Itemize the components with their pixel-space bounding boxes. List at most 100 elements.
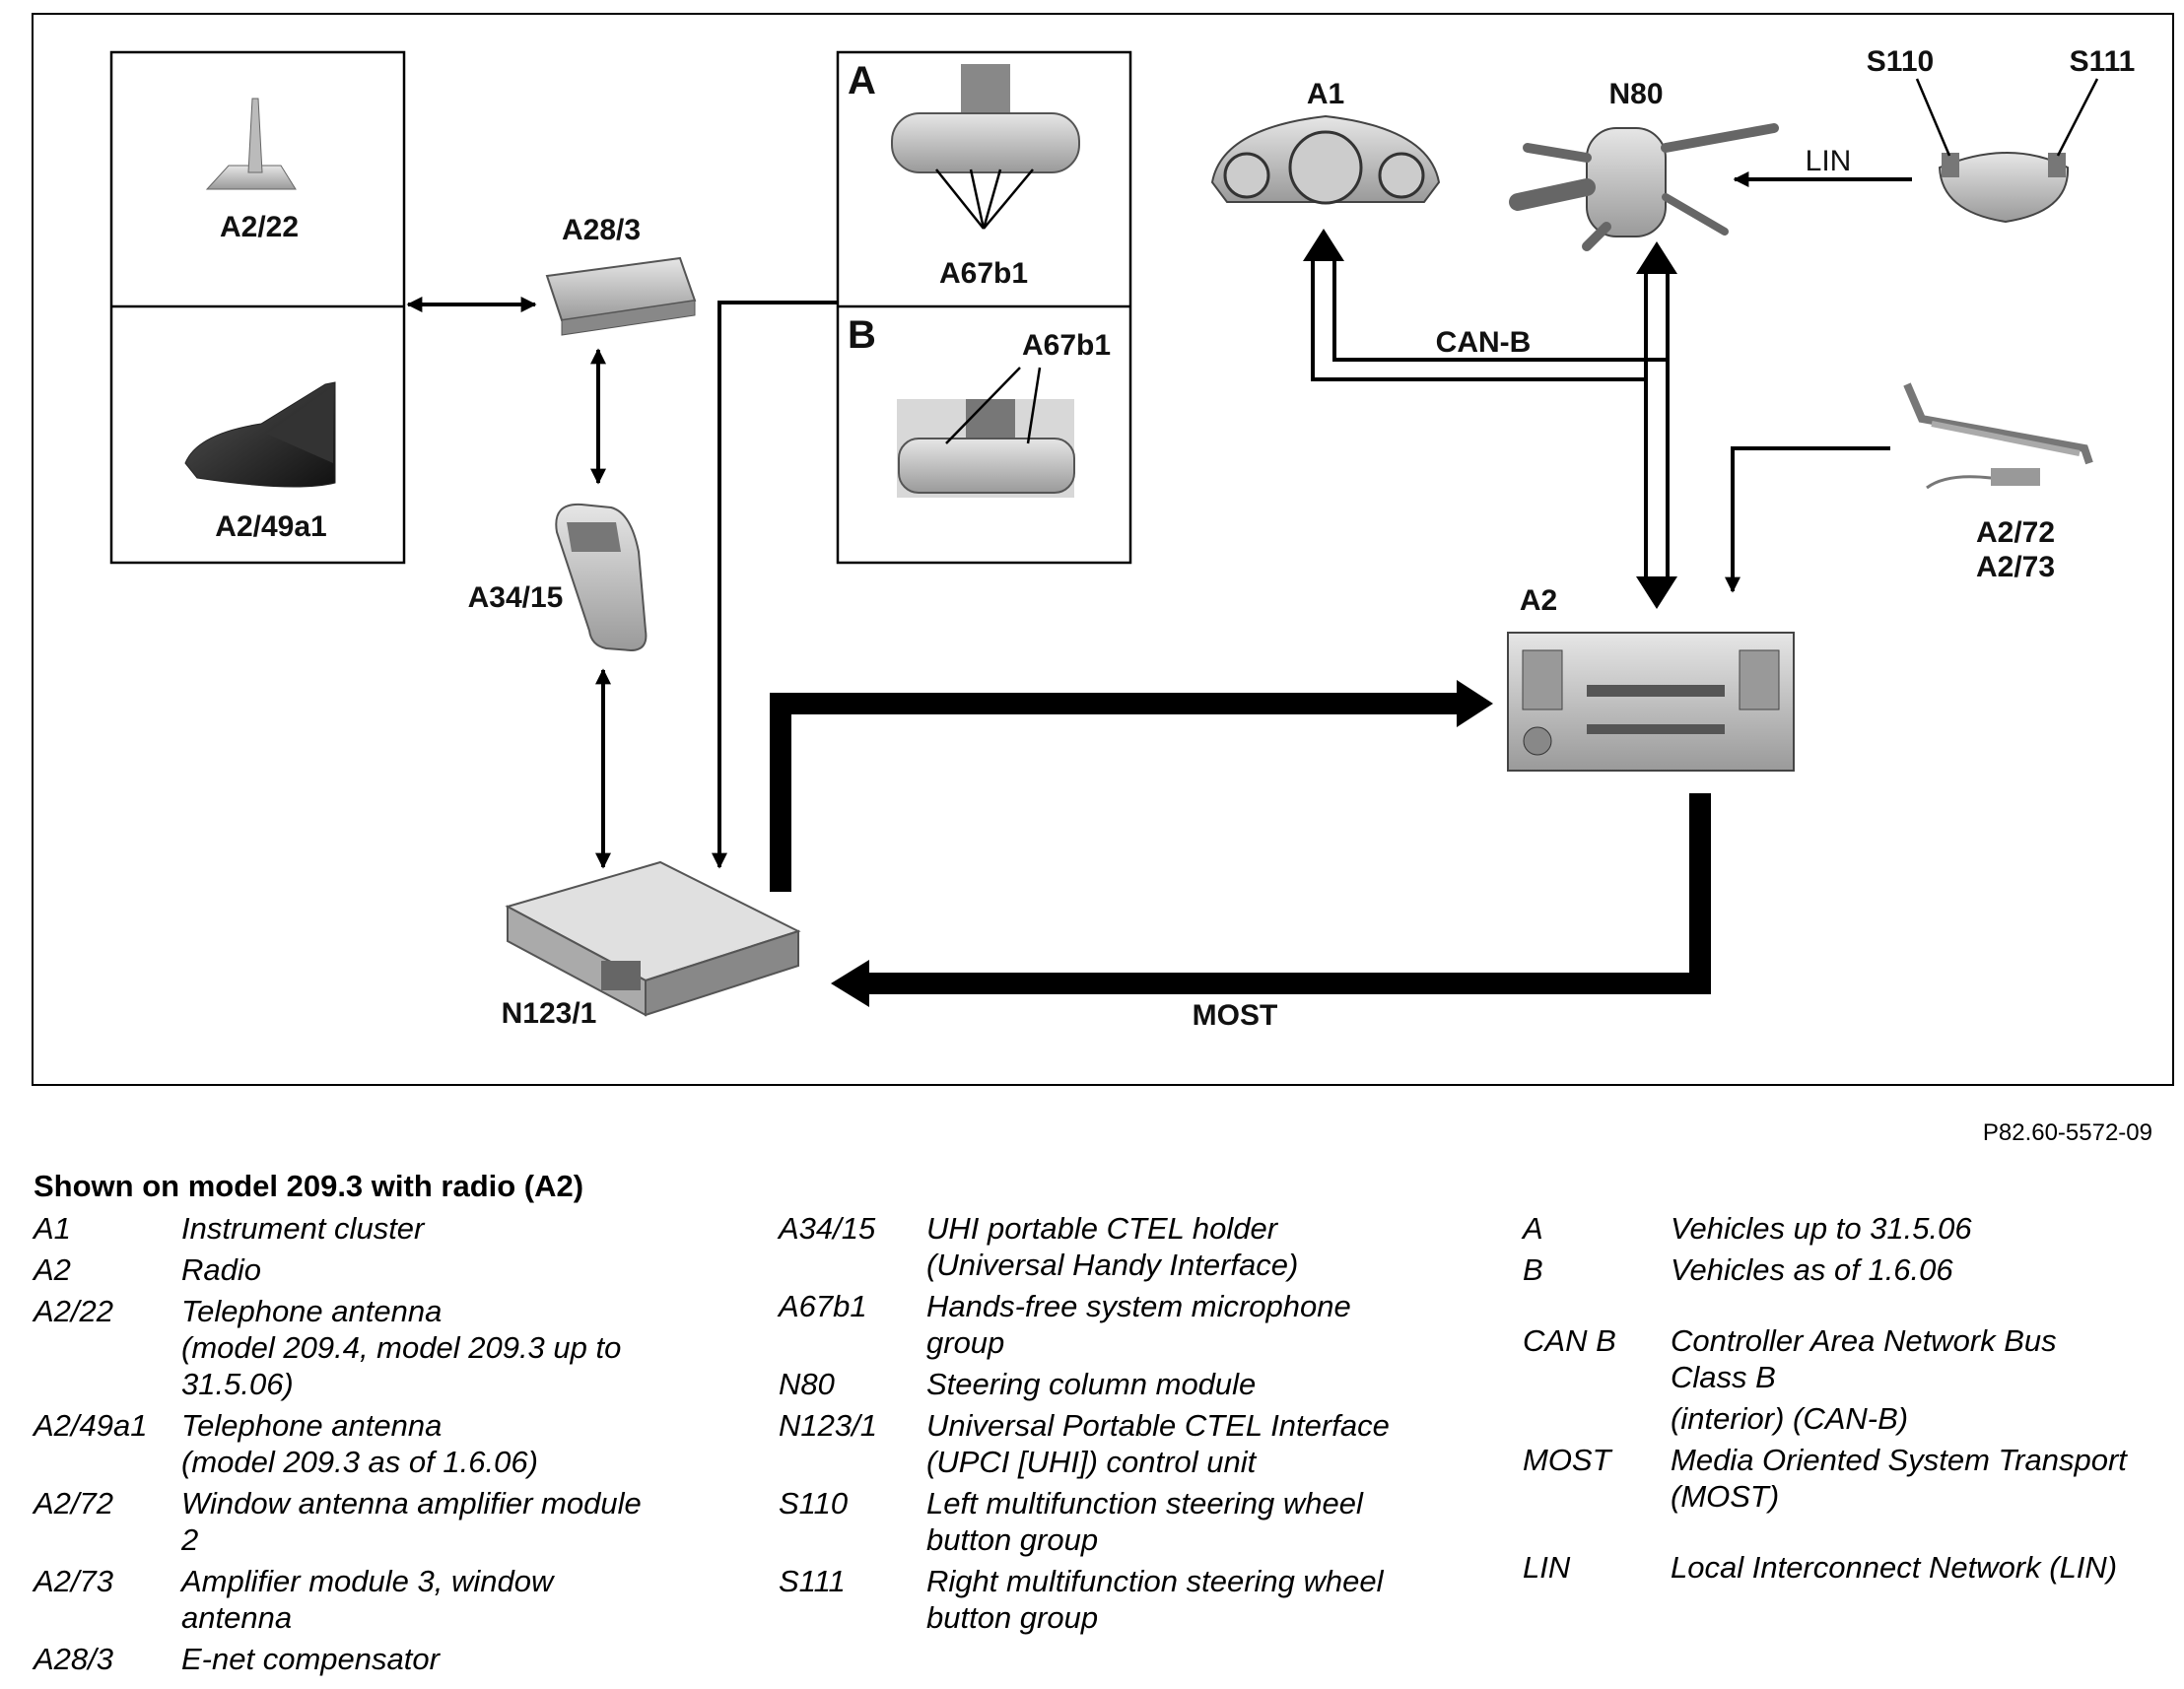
legend-code: B: [1523, 1252, 1543, 1287]
label-a2-49a1: A2/49a1: [215, 510, 326, 543]
label-most: MOST: [1193, 999, 1278, 1032]
legend-row: N80 Steering column module: [779, 1366, 1478, 1402]
legend-row: A2/49a1 Telephone antenna(model 209.3 as …: [34, 1407, 694, 1480]
legend-row: LIN Local Interconnect Network (LIN): [1523, 1549, 2183, 1586]
label-a67b1-a: A67b1: [939, 257, 1028, 290]
control-unit-icon: [505, 860, 801, 1017]
legend-desc: Vehicles as of 1.6.06: [1671, 1252, 1953, 1287]
legend-code: A2/73: [34, 1564, 114, 1598]
legend-desc: Radio: [181, 1252, 261, 1287]
instrument-cluster-icon: [1210, 114, 1441, 205]
label-n123-1: N123/1: [502, 997, 597, 1030]
legend-code: LIN: [1523, 1550, 1571, 1585]
link-most-n123-a2: [770, 693, 1459, 892]
legend-code: S111: [779, 1564, 846, 1598]
label-a2: A2: [1520, 584, 1557, 617]
legend-code: MOST: [1523, 1443, 1611, 1477]
window-antenna-amplifier-icon: [1903, 382, 2093, 490]
legend-desc: E-net compensator: [181, 1642, 440, 1676]
figure-reference: P82.60-5572-09: [1982, 1119, 2152, 1146]
legend-desc: Steering column module: [926, 1367, 1257, 1401]
legend-desc: Media Oriented System Transport(MOST): [1671, 1443, 2127, 1514]
legend-code: A34/15: [779, 1211, 876, 1246]
legend-row: A1 Instrument cluster: [34, 1210, 694, 1247]
label-a2-73: A2/73: [1976, 551, 2055, 583]
label-n80: N80: [1608, 78, 1663, 110]
variant-b-label: B: [848, 313, 876, 357]
legend-code: A: [1523, 1211, 1543, 1246]
label-a67b1-b: A67b1: [1022, 329, 1111, 362]
legend-code: A1: [34, 1211, 71, 1246]
label-lin: LIN: [1806, 145, 1852, 177]
legend-code: A2/72: [34, 1486, 114, 1520]
mirror-b-icon: [897, 399, 1075, 498]
legend-code: [1523, 1400, 1671, 1437]
legend-code: A28/3: [34, 1642, 114, 1676]
label-can-b: CAN-B: [1436, 326, 1532, 359]
legend-row: B Vehicles as of 1.6.06: [1523, 1251, 2183, 1288]
legend-code: N123/1: [779, 1408, 877, 1443]
label-s110: S110: [1867, 45, 1934, 78]
legend-code: S110: [779, 1486, 849, 1520]
label-s111: S111: [2070, 45, 2136, 78]
legend-code: N80: [779, 1367, 835, 1401]
mirror-a-icon: [891, 64, 1080, 173]
legend-row: A Vehicles up to 31.5.06: [1523, 1210, 2183, 1247]
shark-fin-antenna-icon: [184, 381, 336, 488]
link-mic-n123: [712, 301, 838, 869]
legend-row: (interior) (CAN-B): [1523, 1400, 2183, 1437]
legend-desc: UHI portable CTEL holder(Universal Handy…: [926, 1211, 1299, 1282]
legend-column-2: A34/15 UHI portable CTEL holder(Universal…: [779, 1210, 1478, 1641]
legend-title: Shown on model 209.3 with radio (A2): [34, 1169, 584, 1203]
legend-row: N123/1 Universal Portable CTEL Interface(…: [779, 1407, 1478, 1480]
legend-row: A28/3 E-net compensator: [34, 1641, 694, 1677]
legend-row: A2/22 Telephone antenna(model 209.4, mode…: [34, 1293, 694, 1402]
legend-desc: Instrument cluster: [181, 1211, 425, 1246]
steering-column-module-icon: [1509, 123, 1779, 251]
label-a2-22: A2/22: [220, 211, 299, 243]
diagram-frame: [32, 13, 2174, 1086]
link-most-a2-n123: [867, 793, 1711, 994]
wiring-diagram: A2/22 A2/49a1 A28/3 A34/15 N123/1 A B: [32, 13, 2174, 1086]
legend-row: MOST Media Oriented System Transport(MOST…: [1523, 1442, 2183, 1515]
legend-desc: Vehicles up to 31.5.06: [1671, 1211, 1972, 1246]
legend-desc: Universal Portable CTEL Interface(UPCI […: [926, 1408, 1390, 1479]
can-b-bus: [1311, 261, 1670, 586]
phone-holder-icon: [555, 503, 648, 652]
label-a1: A1: [1307, 78, 1344, 110]
legend-desc: Local Interconnect Network (LIN): [1671, 1550, 2118, 1585]
legend-code: A67b1: [779, 1289, 867, 1323]
label-a28-3: A28/3: [562, 214, 641, 246]
e-net-compensator-icon: [545, 256, 697, 336]
label-a2-72: A2/72: [1976, 516, 2055, 549]
legend-code: A2/22: [34, 1294, 114, 1328]
variant-a-label: A: [848, 59, 876, 102]
label-a34-15: A34/15: [468, 581, 564, 614]
legend-row: A2 Radio: [34, 1251, 694, 1288]
radio-icon: [1507, 632, 1795, 772]
legend-column-3: A Vehicles up to 31.5.06 B Vehicles as of …: [1523, 1210, 2183, 1590]
steering-wheel-buttons-icon: [1938, 152, 2070, 224]
legend-code: CAN B: [1523, 1323, 1616, 1358]
legend-desc: Telephone antenna(model 209.3 as of 1.6.…: [181, 1408, 538, 1479]
legend-desc: Telephone antenna(model 209.4, model 209…: [181, 1294, 622, 1401]
legend-row: A34/15 UHI portable CTEL holder(Universal…: [779, 1210, 1478, 1283]
legend-desc: (interior) (CAN-B): [1671, 1401, 1909, 1436]
link-window-antenna-a2: [1725, 446, 1890, 593]
legend-code: A2/49a1: [34, 1408, 148, 1443]
rod-antenna-icon: [205, 98, 297, 190]
legend-code: A2: [34, 1252, 71, 1287]
